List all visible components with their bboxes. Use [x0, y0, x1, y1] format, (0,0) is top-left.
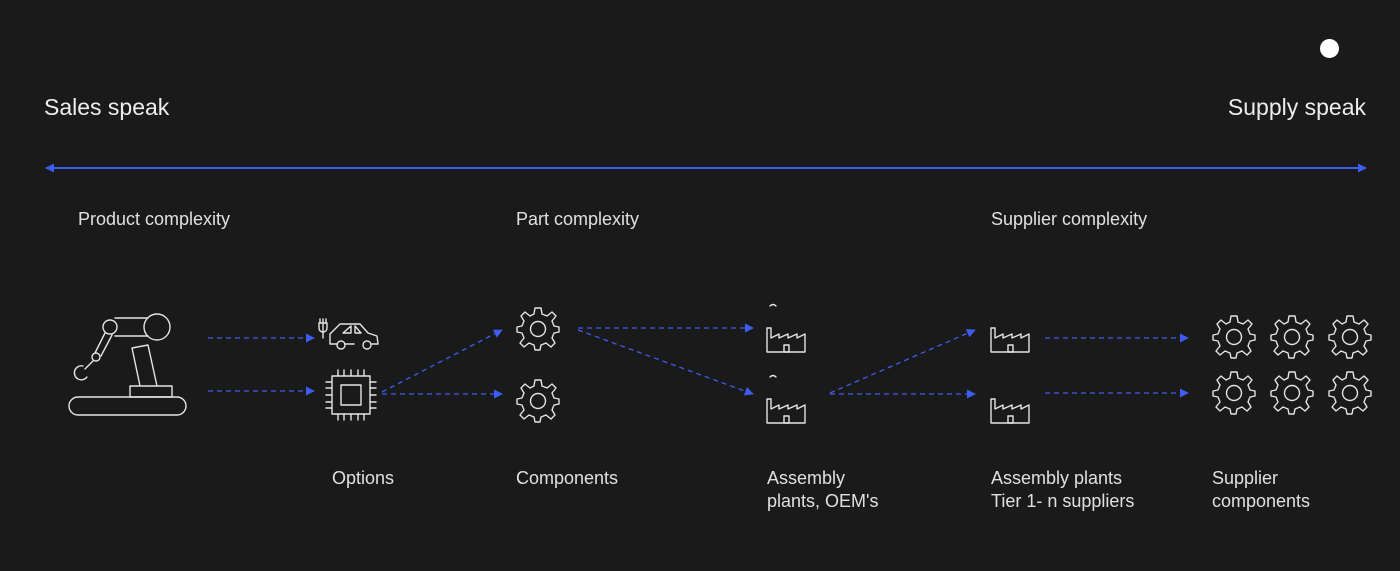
gear-icon [1212, 315, 1256, 359]
gear-icon [516, 379, 560, 423]
gear-icon [1212, 371, 1256, 415]
smoke-icon [769, 374, 777, 378]
gear-icon [1270, 371, 1314, 415]
product-complexity-label: Product complexity [78, 209, 231, 229]
factory-icon [990, 327, 1030, 353]
smoke-icon [769, 303, 777, 307]
components-label: Components [516, 468, 619, 488]
robot-arm-icon [68, 313, 187, 416]
white-dot [1320, 39, 1339, 58]
part-complexity-label: Part complexity [516, 209, 640, 229]
factory-icon [766, 398, 806, 424]
flow-arrow [829, 329, 976, 394]
factory-icon [766, 327, 806, 353]
gear-icon [516, 307, 560, 351]
flow-arrow [577, 329, 754, 396]
supply-speak-label: Supply speak [1227, 94, 1366, 120]
gear-icon [1270, 315, 1314, 359]
sales-speak-label: Sales speak [44, 94, 170, 120]
flow-arrow [381, 329, 503, 393]
gear-icon [1328, 371, 1372, 415]
supplier-complexity-label: Supplier complexity [991, 209, 1148, 229]
factory-icon [990, 398, 1030, 424]
chip-icon [325, 369, 377, 421]
electric-car-icon [318, 318, 379, 350]
gear-icon [1328, 315, 1372, 359]
options-label: Options [332, 468, 395, 488]
